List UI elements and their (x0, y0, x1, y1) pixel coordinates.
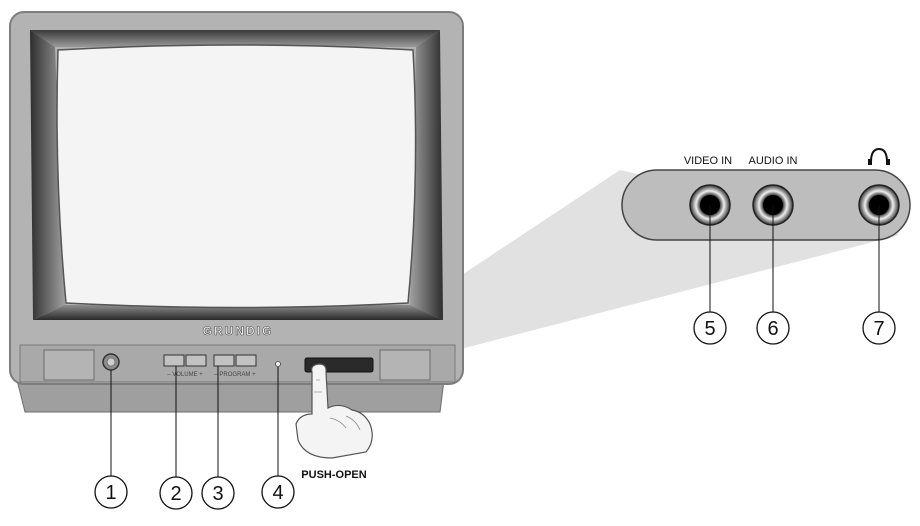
callout-1: 1 (94, 475, 128, 509)
program-minus-button[interactable] (213, 354, 235, 367)
callout-1-number: 1 (105, 482, 116, 504)
standby-indicator (275, 361, 281, 367)
volume-minus-button[interactable] (163, 354, 185, 367)
callout-6-number: 6 (767, 318, 778, 340)
callout-3: 3 (201, 476, 235, 510)
callout-7: 7 (862, 311, 896, 345)
callout-2: 2 (159, 476, 193, 510)
power-button[interactable] (102, 353, 120, 371)
callout-5: 5 (693, 311, 727, 345)
callout-2-number: 2 (170, 483, 181, 505)
callout-6: 6 (756, 311, 790, 345)
brand-logo: GRUNDIG (203, 324, 274, 338)
program-label: – PROGRAM + (214, 372, 256, 378)
left-speaker-cover (43, 349, 95, 381)
callout-5-number: 5 (704, 318, 715, 340)
leader-lines-front (110, 366, 279, 477)
video-in-label: VIDEO IN (684, 155, 732, 167)
callout-3-number: 3 (212, 483, 223, 505)
push-open-label: PUSH-OPEN (301, 469, 366, 481)
finger-icon (295, 363, 373, 459)
callout-4: 4 (261, 475, 295, 509)
headphone-icon (868, 147, 890, 165)
volume-label: – VOLUME + (167, 372, 203, 378)
callout-4-number: 4 (272, 482, 283, 504)
audio-in-label: AUDIO IN (749, 155, 798, 167)
program-plus-button[interactable] (235, 354, 257, 367)
right-speaker-cover (379, 349, 431, 381)
callout-7-number: 7 (873, 318, 884, 340)
tv-screen (56, 44, 417, 309)
screen-bezel (30, 30, 443, 320)
volume-plus-button[interactable] (185, 354, 207, 367)
leader-lines-panel (709, 205, 880, 312)
